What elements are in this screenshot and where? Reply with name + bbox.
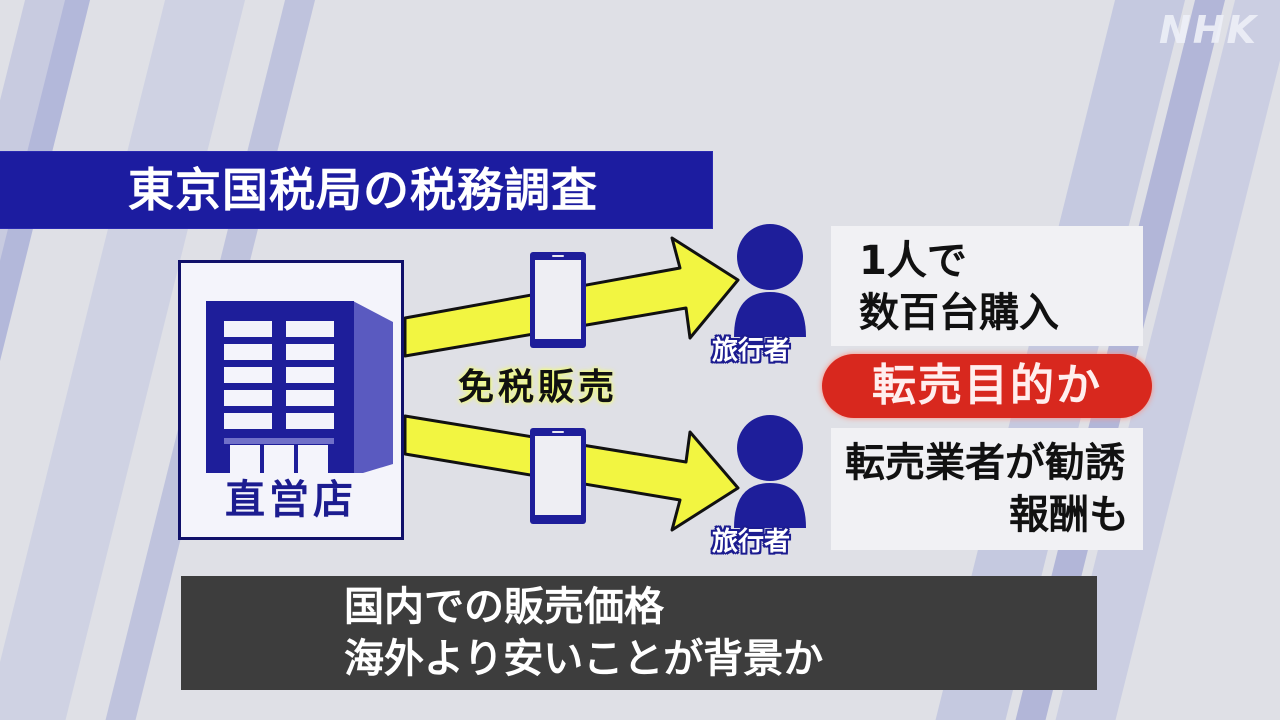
- info-line: 1人で: [859, 238, 967, 284]
- badge-text: 転売目的か: [872, 360, 1102, 411]
- caption-bar: 国内での販売価格 海外より安いことが背景か: [181, 576, 1097, 690]
- title-bar: 東京国税局の税務調査: [0, 152, 712, 228]
- info-panel-purchase: 1人で 数百台購入: [831, 226, 1143, 346]
- building-icon: [206, 301, 393, 473]
- traveler-label: 旅行者: [712, 336, 791, 366]
- traveler-label: 旅行者: [712, 527, 791, 557]
- person-icon: [734, 224, 806, 337]
- caption-line: 国内での販売価格: [344, 584, 664, 630]
- person-icon: [734, 415, 806, 528]
- nhk-logo: NHK: [1158, 8, 1258, 52]
- direct-store-card: 直営店: [178, 260, 404, 540]
- info-line: 数百台購入: [859, 290, 1059, 336]
- smartphone-icon: [530, 428, 586, 524]
- info-line: 転売業者が勧誘: [845, 440, 1125, 486]
- info-line: 報酬も: [1009, 492, 1129, 538]
- info-panel-solicitation: 転売業者が勧誘 報酬も: [831, 428, 1143, 550]
- smartphone-icon: [530, 252, 586, 348]
- resale-purpose-badge: 転売目的か: [822, 354, 1152, 418]
- tax-free-sales-label: 免税販売: [458, 367, 619, 408]
- caption-line: 海外より安いことが背景か: [344, 636, 824, 682]
- title-text: 東京国税局の税務調査: [128, 163, 598, 217]
- store-label: 直営店: [225, 477, 357, 523]
